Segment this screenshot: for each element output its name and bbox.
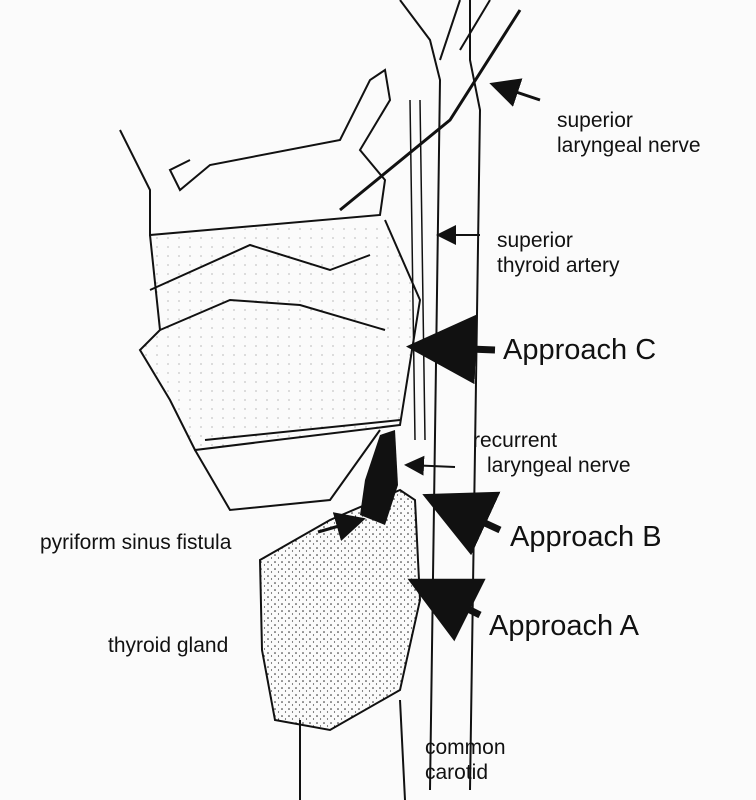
label-line: superior xyxy=(557,109,633,132)
label-approach-a: Approach A xyxy=(489,610,639,642)
pointer-arrows xyxy=(317,78,541,642)
label-line: common xyxy=(425,736,506,759)
arrow-approach-c xyxy=(406,314,496,385)
superior-laryngeal-nerve-line xyxy=(339,9,522,212)
label-recurrent-laryngeal-nerve: recurrent laryngeal nerve xyxy=(473,428,631,478)
common-carotid-artery xyxy=(399,0,491,791)
arrow-approach-a xyxy=(407,578,486,642)
label-thyroid-gland: thyroid gland xyxy=(108,634,229,657)
label-line: carotid xyxy=(425,761,489,784)
label-line: recurrent xyxy=(473,429,558,452)
label-line: thyroid artery xyxy=(497,254,620,277)
label-superior-thyroid-artery: superior thyroid artery xyxy=(497,228,620,278)
arrow-approach-b xyxy=(422,491,502,556)
larynx xyxy=(119,68,422,512)
label-approach-c: Approach C xyxy=(503,334,657,366)
label-line: laryngeal nerve xyxy=(557,134,701,157)
pyriform-sinus-fistula-shape xyxy=(360,430,398,525)
label-pyriform-sinus-fistula: pyriform sinus fistula xyxy=(40,531,232,554)
label-common-carotid: common carotid xyxy=(425,735,506,785)
label-line: laryngeal nerve xyxy=(487,454,631,477)
arrow-recurrent-laryngeal-nerve xyxy=(404,455,456,476)
arrow-superior-laryngeal-nerve xyxy=(489,78,541,107)
label-line: superior xyxy=(497,229,573,252)
label-approach-b: Approach B xyxy=(510,521,662,553)
arrow-pyriform-sinus-fistula xyxy=(317,512,366,542)
trachea xyxy=(299,699,406,800)
label-superior-laryngeal-nerve: superior laryngeal nerve xyxy=(557,108,701,158)
